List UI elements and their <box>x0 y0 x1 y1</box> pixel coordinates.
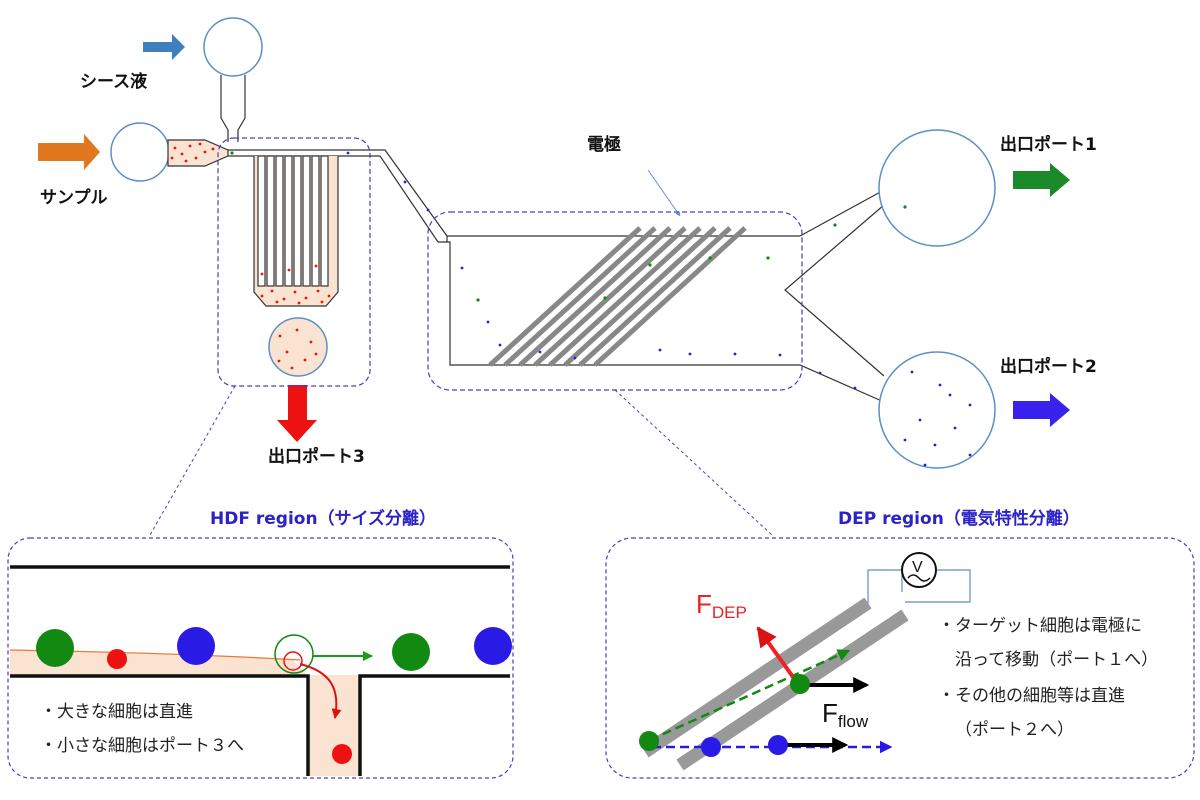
green-particles <box>230 151 907 302</box>
dep-target-cell-start <box>639 731 659 751</box>
sample-reservoir <box>110 122 170 182</box>
port1-label: 出口ポート1 <box>1000 134 1097 155</box>
dep-region-title: DEP region（電気特性分離） <box>838 508 1080 529</box>
sheath-reservoir <box>203 17 263 77</box>
dep-note-1: ・ターゲット細胞は電極に <box>938 616 1142 636</box>
sheath-inlet-arrow <box>143 34 185 60</box>
hdf-large-blue-cell-2 <box>474 627 512 665</box>
dep-green-path <box>649 649 851 742</box>
dep-other-cell-1 <box>701 737 721 757</box>
f-dep-label: FDEP <box>696 589 747 622</box>
sample-funnel <box>167 139 229 167</box>
dep-other-cell-2 <box>768 735 788 755</box>
hdf-large-blue-cell-1 <box>177 627 215 665</box>
electrode-pointer <box>647 169 681 217</box>
dep-note-3: ・その他の細胞等は直進 <box>938 686 1125 706</box>
port2-arrow <box>1013 393 1070 427</box>
hdf-zoom-connector <box>149 385 236 536</box>
dep-electrodes <box>488 226 747 367</box>
dep-zoom-connector <box>614 389 773 536</box>
hdf-large-green-cell-2 <box>392 633 430 671</box>
port1-arrow <box>1013 163 1070 197</box>
hdf-region-title: HDF region（サイズ分離） <box>210 508 436 529</box>
dep-electrode-1 <box>641 597 872 758</box>
hdf-large-green-cell-1 <box>36 629 74 667</box>
dep-note-4: （ポート２へ） <box>955 720 1074 740</box>
dep-force-arrow <box>756 626 800 686</box>
port1-reservoir <box>878 129 996 247</box>
hdf-branch-channels <box>257 155 329 287</box>
hdf-zoom-channel-walls <box>10 674 510 776</box>
port3-arrow <box>277 385 317 442</box>
dep-target-cell-moving <box>790 674 810 694</box>
electrode-label: 電極 <box>587 134 621 155</box>
hdf-small-red-cell-1 <box>107 649 127 669</box>
port2-label: 出口ポート2 <box>1000 356 1097 377</box>
hdf-note-1: ・大きな細胞は直進 <box>40 702 193 722</box>
sheath-label: シース液 <box>80 71 147 92</box>
dep-ac-wave <box>907 574 931 582</box>
hdf-red-cell-outline <box>283 651 303 671</box>
dep-ac-source <box>901 552 937 588</box>
hdf-note-2: ・小さな細胞はポート３へ <box>40 736 244 756</box>
red-particles <box>170 142 331 370</box>
hdf-green-cell-outline <box>274 634 314 674</box>
hdf-red-path-arrow <box>299 663 342 719</box>
port3-reservoir <box>268 317 328 377</box>
sheath-channel <box>220 75 246 142</box>
dep-note-2: 沿って移動（ポート１へ） <box>955 650 1158 670</box>
port3-label: 出口ポート3 <box>268 446 365 467</box>
blue-particles <box>346 151 972 467</box>
dep-voltage-symbol: V <box>912 559 923 576</box>
port2-reservoir <box>878 351 996 469</box>
hdf-region-box <box>217 137 371 387</box>
f-flow-label: Fflow <box>822 698 869 731</box>
sample-label: サンプル <box>40 187 108 208</box>
dep-region-box <box>427 211 803 391</box>
sample-inlet-arrow <box>38 134 100 170</box>
dep-chamber <box>438 189 885 403</box>
hdf-small-red-cell-2 <box>332 744 352 764</box>
